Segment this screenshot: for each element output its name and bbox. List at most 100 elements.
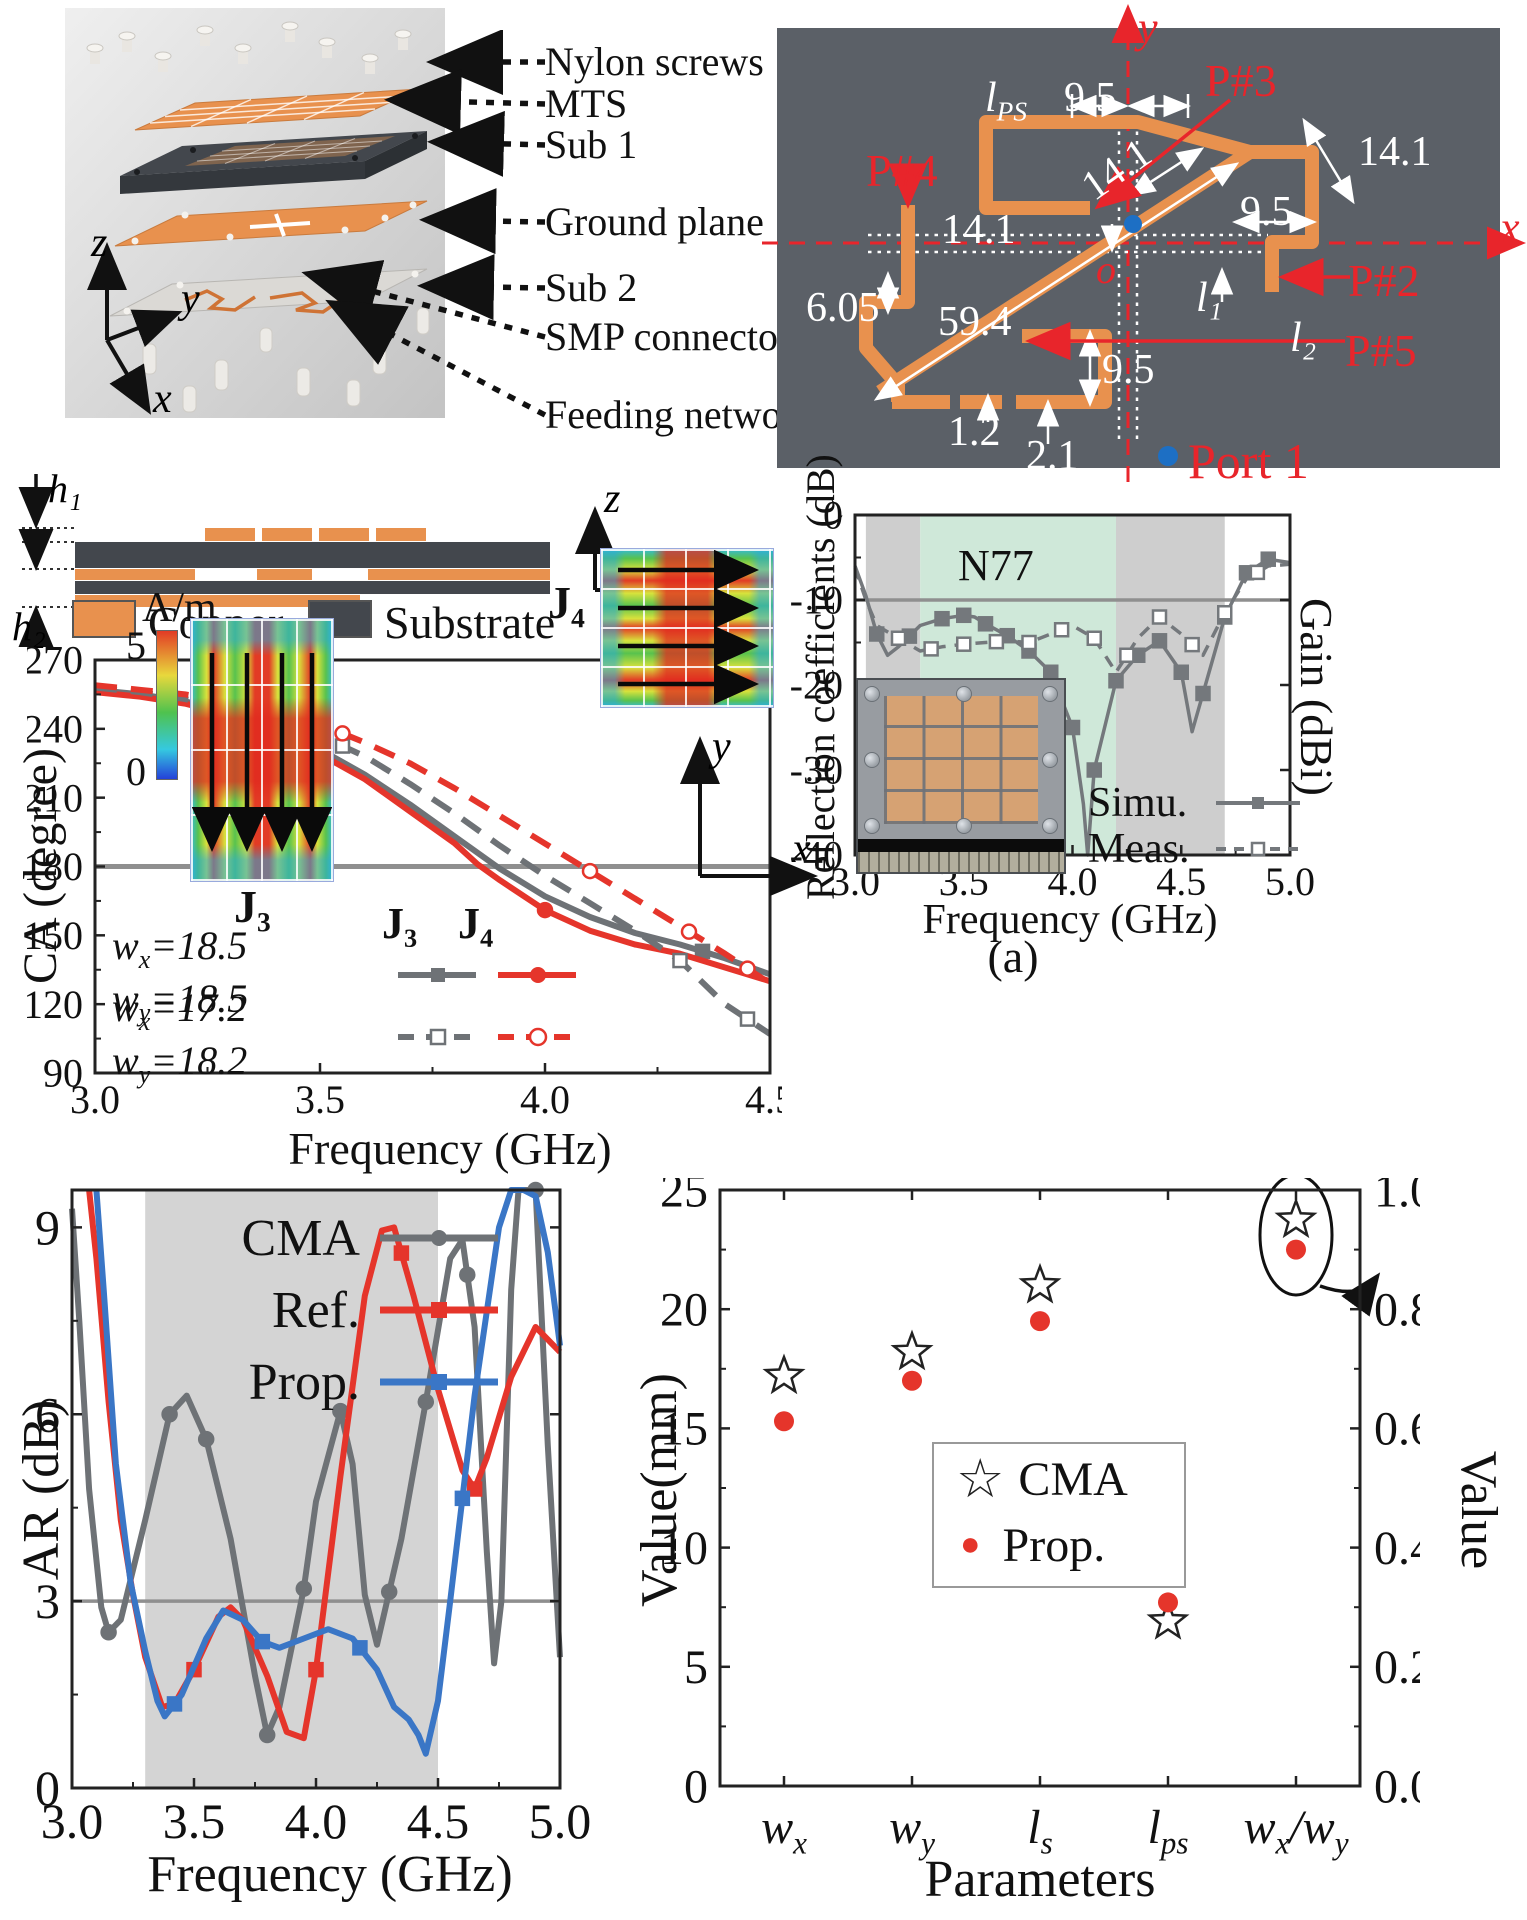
marker	[258, 1726, 276, 1744]
marker	[1053, 622, 1070, 638]
tick-label: 3.5	[163, 1793, 226, 1849]
via-dot	[1124, 215, 1142, 233]
prop-dot-icon: ●	[960, 1526, 981, 1563]
arrow-mts	[384, 68, 546, 135]
arrow-ground-plane	[419, 188, 546, 255]
marker	[334, 725, 351, 742]
ruler	[858, 852, 1064, 872]
x-axis-label: x	[152, 376, 172, 418]
marker	[1086, 762, 1102, 778]
tick-label: 5	[684, 1641, 708, 1694]
dim-6-05: 6.05	[806, 285, 880, 331]
tick-label: 15	[660, 1403, 708, 1456]
cma-sample	[380, 1230, 498, 1246]
cma-star-point	[1018, 1262, 1062, 1304]
port-p3-label: P#3	[1205, 55, 1277, 106]
dim-9-5-top: 9.5	[1064, 75, 1117, 121]
tick-label: 3	[35, 1573, 60, 1629]
substrate-panel	[777, 28, 1500, 468]
tick-label: -10	[790, 578, 843, 623]
marker	[1217, 605, 1233, 621]
tick-label: -20	[790, 663, 843, 708]
marker	[956, 636, 972, 652]
ref-sample	[380, 1302, 498, 1318]
marker	[672, 952, 688, 969]
legend-header-j4: J₄	[458, 899, 494, 948]
nylon-screws	[86, 21, 412, 74]
tick-label: 5.0	[1265, 859, 1315, 904]
dim-2-1: 2.1	[1026, 433, 1079, 479]
dim-1-2: 1.2	[948, 409, 1001, 455]
subfigure-caption-a: (a)	[987, 931, 1039, 982]
prop-legend-label: Prop.	[248, 1353, 360, 1411]
tick-label: 4.0	[520, 1077, 570, 1122]
marker	[1108, 673, 1124, 689]
y-axis-label: y	[1138, 3, 1158, 52]
dim-14-1-right: 14.1	[1358, 129, 1432, 175]
ar-ylabel: AR (dB)	[13, 1399, 70, 1581]
dim-l1: l₁	[1196, 275, 1223, 321]
fabricated-antenna-photo	[856, 678, 1066, 874]
marker	[739, 1011, 756, 1027]
tick-label: 0	[684, 1760, 708, 1813]
prop-sample	[380, 1374, 498, 1390]
marker	[923, 641, 939, 657]
mts-layer	[134, 88, 421, 131]
tick-label: 90	[43, 1051, 83, 1096]
tick-label: -40	[790, 833, 843, 878]
legend-j3-solid-sample	[398, 968, 476, 982]
n77-band-label: N77	[958, 541, 1034, 590]
ca-ylabel: CA (degree)	[14, 748, 67, 984]
tick-label: 0.6	[1374, 1403, 1420, 1456]
legend-j4-solid-sample	[498, 967, 576, 983]
exploded-axes	[87, 242, 183, 415]
prop-dot-point	[902, 1370, 922, 1391]
tick-label: 10	[660, 1522, 708, 1575]
sub1-layer	[120, 131, 427, 194]
tick-label: 180	[27, 844, 83, 889]
band	[145, 1190, 438, 1788]
copper-swatch	[72, 600, 136, 638]
params-ylabel-right: Value	[1450, 1450, 1507, 1570]
ca-inset-axes: y x	[680, 726, 818, 896]
marker	[1173, 664, 1189, 680]
marker	[988, 633, 1005, 650]
tick-label: 0	[823, 493, 843, 538]
inset-y-label: y	[708, 726, 731, 770]
arrow-sub1	[427, 110, 546, 177]
meas-sample	[1216, 841, 1300, 857]
marker	[739, 960, 756, 977]
cma-star-point	[1146, 1598, 1190, 1640]
dim-14-1-mid: 14.1	[942, 207, 1016, 253]
arrow-sub2	[417, 254, 546, 321]
marker	[694, 943, 711, 960]
tick-label: 3.0	[70, 1077, 120, 1122]
tick-label: 3.0	[41, 1793, 104, 1849]
marker	[308, 1661, 324, 1678]
colorbar-min: 0	[126, 749, 146, 794]
tick-label: 9	[35, 1199, 60, 1255]
simu-legend-label: Simu.	[1088, 780, 1188, 826]
port1-dot	[1158, 446, 1178, 466]
label-nylon-screws: Nylon screws	[545, 39, 764, 84]
marker	[977, 616, 994, 632]
marker	[380, 1583, 398, 1601]
marker	[100, 1624, 117, 1641]
photo-shadow-strip	[858, 839, 1064, 852]
ref-legend-label: Ref.	[271, 1281, 360, 1339]
exploded-view-render: z y x	[65, 8, 445, 418]
label-feeding-network: Feeding network	[545, 392, 815, 437]
right-axis-annotation-arrow	[1319, 1272, 1381, 1317]
stack-layers	[75, 528, 550, 607]
marker	[1119, 647, 1135, 663]
marker	[166, 1696, 183, 1712]
copper-patch-grid	[884, 696, 1038, 824]
z-axis-label: z	[90, 220, 107, 266]
refl-legend: Simu. Meas.	[1088, 780, 1304, 872]
colorbar	[156, 630, 178, 780]
refl-xlabel: Frequency (GHz)	[922, 897, 1218, 943]
tick-label: 4.5	[407, 1793, 470, 1849]
marker	[161, 1406, 178, 1423]
